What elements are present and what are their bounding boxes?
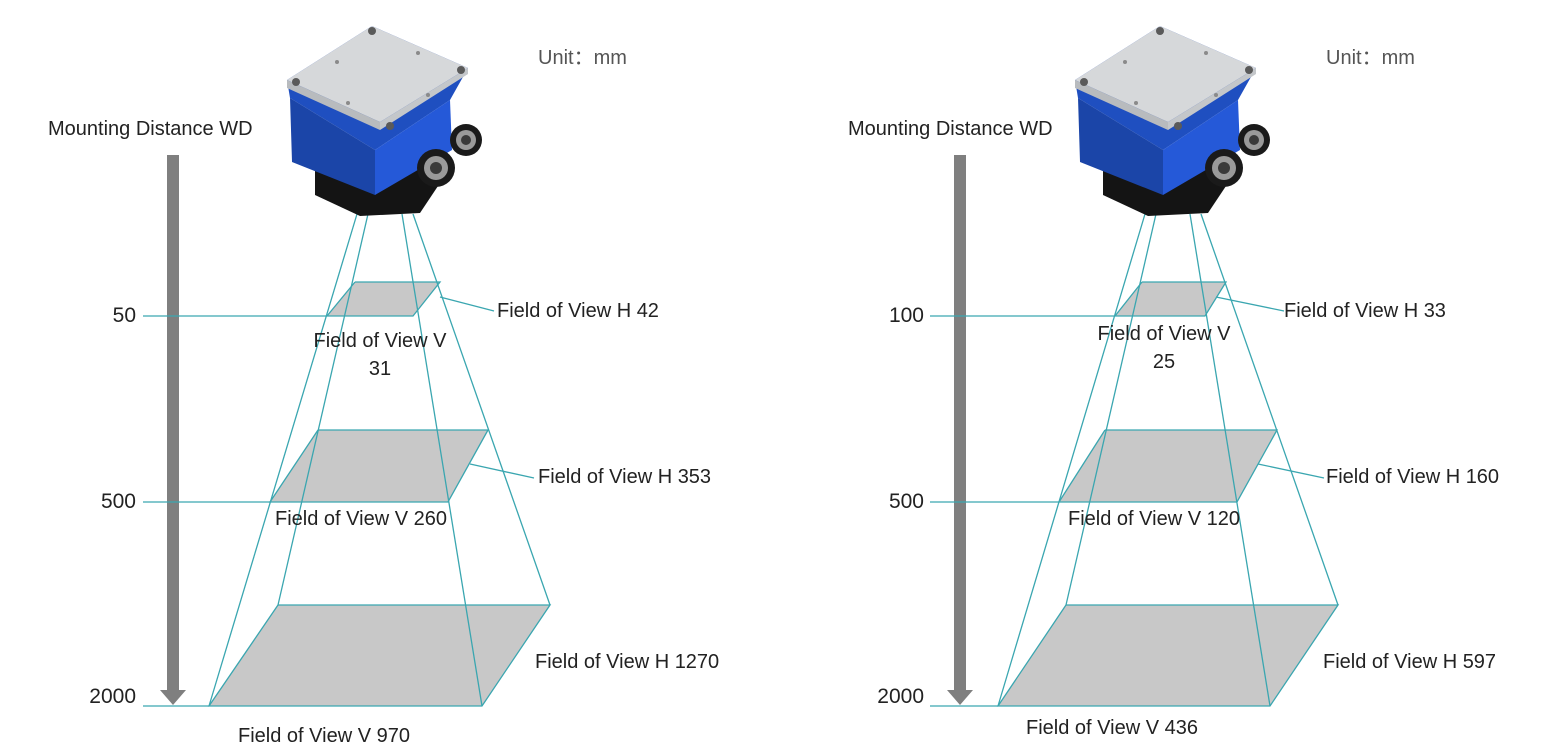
fov-diagram-svg-right xyxy=(930,26,1340,707)
fov-v-label: Field of View V 436 xyxy=(1026,717,1198,739)
fov-diagram-right: Unit：mm Mounting Distance WD 100 500 200… xyxy=(784,0,1568,745)
fov-plane-3 xyxy=(209,605,550,706)
wd-tick-label: 2000 xyxy=(877,685,924,708)
fov-v-label: Field of View V 120 xyxy=(1068,508,1240,530)
fov-v-label: Field of View V 970 xyxy=(238,725,410,747)
fov-plane-1 xyxy=(327,282,440,316)
axis-title: Mounting Distance WD xyxy=(848,118,1053,140)
fov-h-label: Field of View H 1270 xyxy=(535,651,720,673)
camera-sensor-icon xyxy=(1075,26,1270,216)
fov-plane-1 xyxy=(1115,282,1226,316)
fov-v-label: Field of View V 25 xyxy=(1097,323,1231,373)
wd-tick-label: 50 xyxy=(112,304,136,327)
beam-lines xyxy=(930,213,1340,707)
unit-label: Unit：mm xyxy=(538,47,627,69)
fov-h-label: Field of View H 42 xyxy=(497,300,659,322)
unit-label: Unit：mm xyxy=(1326,47,1415,69)
fov-h-label: Field of View H 353 xyxy=(538,466,712,488)
fov-diagram-left: Unit：mm Mounting Distance WD 50 500 2000… xyxy=(0,0,784,747)
fov-h-label: Field of View H 33 xyxy=(1284,300,1446,322)
fov-v-label: Field of View V 31 xyxy=(313,330,447,380)
beam-lines xyxy=(143,213,552,707)
fov-h-label: Field of View H 597 xyxy=(1323,651,1497,673)
fov-plane-2 xyxy=(1059,430,1277,502)
wd-tick-label: 500 xyxy=(888,490,924,513)
wd-tick-label: 100 xyxy=(888,304,924,327)
wd-tick-label: 500 xyxy=(100,490,136,513)
down-arrow-icon xyxy=(160,155,186,705)
fov-v-label: Field of View V 260 xyxy=(275,508,447,530)
fov-diagram-svg-left xyxy=(143,26,552,707)
fov-plane-2 xyxy=(270,430,488,502)
wd-tick-label: 2000 xyxy=(89,685,136,708)
down-arrow-icon xyxy=(947,155,973,705)
fov-h-label: Field of View H 160 xyxy=(1326,466,1500,488)
axis-title: Mounting Distance WD xyxy=(48,118,253,140)
fov-plane-3 xyxy=(998,605,1338,706)
camera-sensor-icon xyxy=(287,26,482,216)
